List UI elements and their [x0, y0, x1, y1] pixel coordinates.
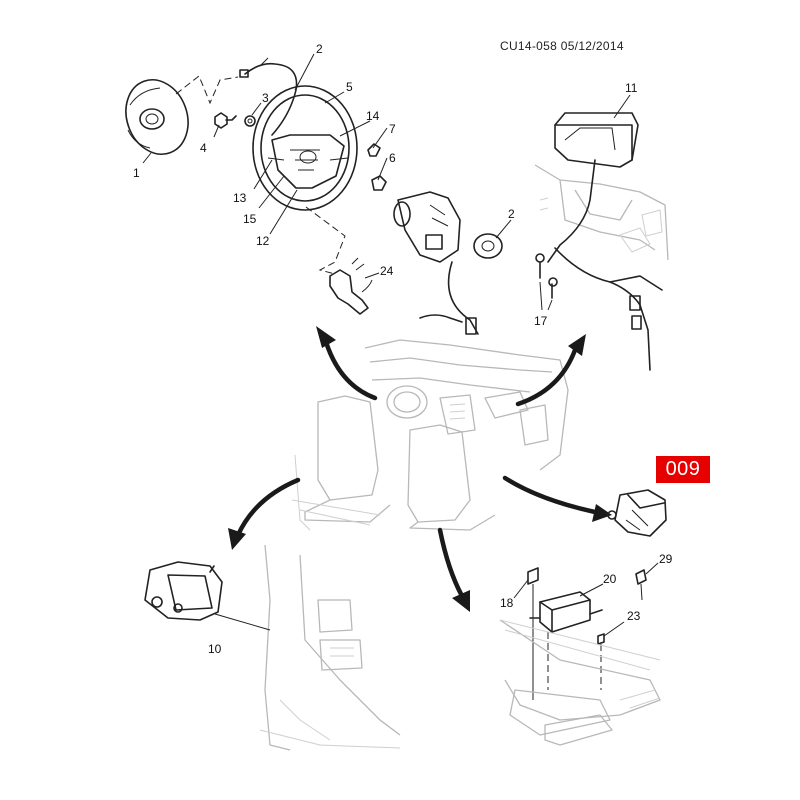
steering-connector-24: [329, 257, 373, 315]
front-sensor-10: [144, 561, 223, 621]
callout-6: 6: [389, 151, 396, 165]
floor-bracket-ghost: [499, 619, 661, 746]
callout-29: 29: [659, 552, 673, 566]
callout-23: 23: [627, 609, 641, 623]
callout-24: 24: [380, 264, 394, 278]
direction-arrows: [228, 326, 612, 612]
clockspring-ring: [473, 233, 503, 259]
part-number-badge: 009: [656, 456, 710, 483]
clockspring-harness: [239, 57, 298, 136]
leader-lines: [142, 53, 659, 637]
small-hardware-parts: [214, 112, 387, 191]
callout-5: 5: [346, 80, 353, 94]
callout-labels: 2 3 5 14 7 6 4 1 13 15 12 24 11 2 17 10 …: [133, 42, 673, 656]
passenger-airbag-harness: [393, 191, 479, 335]
callout-18: 18: [500, 596, 514, 610]
sensing-diagnostic-module: [529, 591, 603, 633]
callout-10: 10: [208, 642, 222, 656]
diagram-code-date: CU14-058 05/12/2014: [500, 39, 624, 53]
callout-15: 15: [243, 212, 257, 226]
module-bolts: [527, 567, 647, 700]
passenger-airbag-wiring: [535, 159, 663, 371]
passenger-airbag-module: [554, 112, 639, 168]
callout-14: 14: [366, 109, 380, 123]
callout-13: 13: [233, 191, 247, 205]
steering-wheel-airbag-module: [125, 75, 239, 155]
callout-12: 12: [256, 234, 270, 248]
callout-2-right: 2: [508, 207, 515, 221]
impact-sensor-009: [607, 489, 667, 537]
vehicle-interior-ghost: [291, 339, 569, 531]
callout-1: 1: [133, 166, 140, 180]
b-pillar-ghost: [214, 544, 401, 751]
callout-11: 11: [625, 81, 638, 95]
callout-3: 3: [262, 91, 269, 105]
steering-wheel: [252, 85, 358, 211]
instrument-panel-cutaway: [534, 164, 669, 261]
callout-4: 4: [200, 141, 207, 155]
callout-7: 7: [389, 122, 396, 136]
callout-20: 20: [603, 572, 617, 586]
callout-2-top: 2: [316, 42, 323, 56]
callout-17: 17: [534, 314, 548, 328]
